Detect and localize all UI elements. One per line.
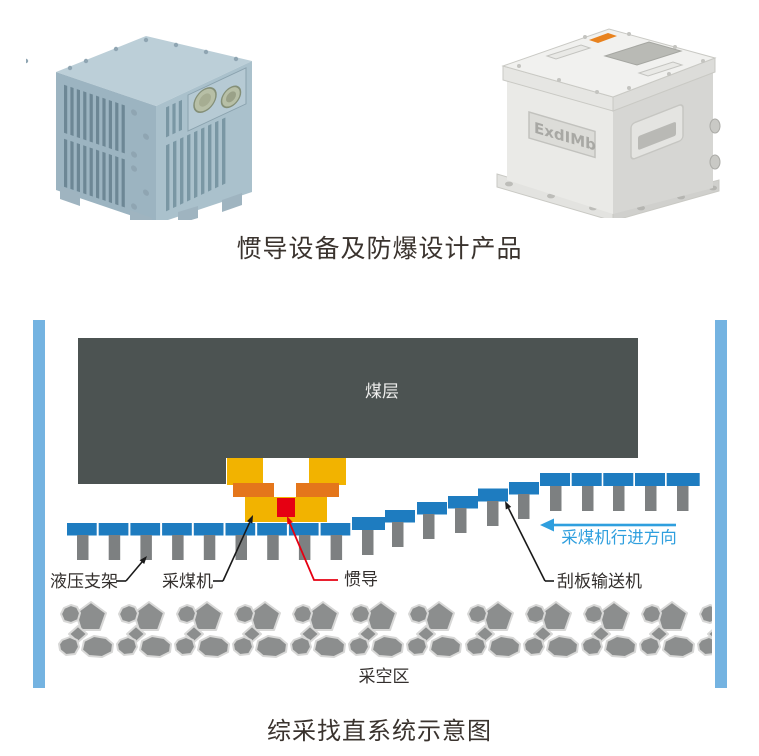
- vent-slats-left: [64, 84, 149, 210]
- roadway-side-bars: [33, 320, 727, 688]
- side-bar-left: [33, 320, 45, 688]
- cutting-drum-left: [227, 458, 263, 485]
- ins-label: 惯导: [344, 570, 378, 590]
- shearer-arms: [233, 483, 339, 497]
- ins-leader: [287, 516, 338, 581]
- goaf-rocks: [58, 601, 712, 658]
- scraper-conveyor-label: 刮板输送机: [557, 572, 642, 592]
- orange-label: [589, 33, 617, 43]
- device-top-face: [56, 36, 252, 106]
- screws: [131, 109, 149, 210]
- lid-screws: [517, 32, 705, 94]
- arrow-left-icon: [540, 518, 554, 532]
- travel-direction-label: 采煤机行进方向: [561, 528, 677, 547]
- shearer-leader: [213, 515, 253, 582]
- product-photo-explosion-proof-enclosure: ExdIMb: [496, 28, 721, 218]
- lid-latches: [545, 44, 684, 77]
- scraper-conveyor-leader: [505, 501, 554, 582]
- side-bar-right: [715, 320, 727, 688]
- direction-arrow: 采煤机行进方向: [540, 518, 677, 547]
- hydraulic-support-leader: [116, 556, 147, 582]
- connector-panel: [187, 67, 247, 132]
- cable-glands: [709, 118, 721, 170]
- hydraulic-support-label: 液压支架: [50, 572, 118, 592]
- enclosure-handle: [630, 104, 684, 160]
- coal-seam-label: 煤层: [365, 382, 399, 402]
- vent-slats-right: [166, 67, 247, 212]
- goaf-label: 采空区: [359, 667, 410, 687]
- longwall-schematic: 煤层: [33, 320, 727, 688]
- hydraulic-supports: [77, 486, 689, 560]
- product-photo-inertial-device: [26, 36, 252, 220]
- shearer-label: 采煤机: [162, 572, 213, 592]
- device-left-face: [56, 72, 156, 220]
- scraper-conveyor: [67, 473, 700, 536]
- products-caption: 惯导设备及防爆设计产品: [236, 234, 523, 263]
- device-mounting-feet: [60, 186, 242, 220]
- diagram-caption: 综采找直系统示意图: [267, 717, 492, 745]
- ins-box: [277, 498, 295, 517]
- lid-plate: [603, 41, 683, 66]
- cutting-drum-right: [309, 458, 346, 485]
- coal-seam: [78, 338, 638, 484]
- top-screws: [26, 37, 239, 71]
